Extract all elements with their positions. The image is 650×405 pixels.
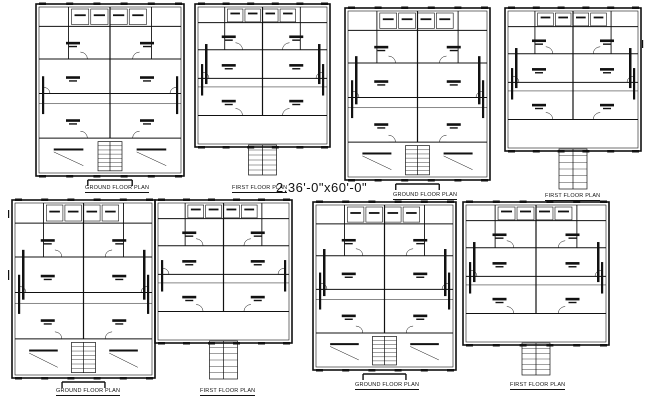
caption-plan-8: FIRST FLOOR PLAN (510, 382, 566, 390)
plan-3-ground (344, 6, 491, 190)
drawing-title: 2.36'-0"x60'-0" (276, 180, 368, 195)
plan-8-first (462, 200, 610, 376)
caption-plan-1: GROUND FLOOR PLAN (85, 185, 150, 193)
plan-6-first (154, 198, 293, 380)
plan-5-ground (11, 198, 156, 388)
plan-7-ground (312, 200, 457, 380)
caption-plan-4: FIRST FLOOR PLAN (545, 193, 601, 201)
plan-1-ground (35, 2, 185, 186)
dimension-marks (8, 40, 644, 280)
caption-plan-6: FIRST FLOOR PLAN (200, 388, 256, 396)
plan-4-first (504, 6, 642, 190)
caption-plan-3: GROUND FLOOR PLAN (393, 192, 458, 200)
caption-plan-2: FIRST FLOOR PLAN (232, 185, 288, 193)
caption-plan-5: GROUND FLOOR PLAN (56, 388, 121, 396)
plan-2-first (194, 2, 331, 176)
caption-plan-7: GROUND FLOOR PLAN (355, 382, 420, 390)
